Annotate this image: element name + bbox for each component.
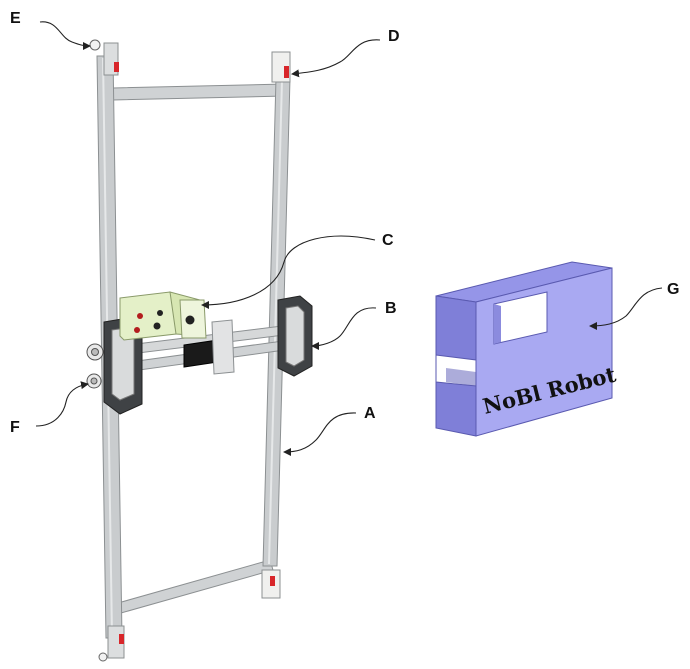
bottom-left-red-marker: [119, 634, 124, 644]
control-board-back: [119, 291, 177, 341]
top-left-knob: [89, 39, 101, 51]
top-left-red-marker: [114, 62, 119, 72]
bottom-left-knob: [98, 652, 108, 662]
sliding-bracket: [211, 319, 235, 375]
bottom-cross-bar: [117, 559, 274, 614]
robot-cover: NoBl Robot: [435, 261, 619, 437]
callout-line-F: [35, 381, 89, 427]
callout-line-B: [311, 307, 377, 350]
cover-notch-inner: [446, 368, 476, 386]
frame-assembly: [89, 39, 291, 662]
top-cross-bar: [112, 83, 286, 101]
label-B: B: [385, 300, 397, 317]
adjust-knob-lower-center: [90, 377, 98, 385]
bottom-right-red-marker: [270, 576, 275, 586]
board-sensor: [185, 315, 195, 325]
label-A: A: [364, 405, 376, 422]
callout-line-C: [201, 235, 376, 309]
label-E: E: [10, 10, 21, 27]
callout-line-E: [39, 21, 91, 50]
label-F: F: [10, 419, 20, 436]
cover-window-depth: [494, 304, 501, 344]
label-G: G: [667, 281, 679, 298]
board-button-1: [137, 313, 143, 319]
board-button-3: [153, 322, 161, 330]
carriage-assembly: [86, 291, 313, 415]
label-D: D: [388, 28, 400, 45]
top-right-red-marker: [284, 66, 289, 78]
right-rail-highlight: [268, 79, 283, 565]
callouts: E D C B A F G: [10, 10, 679, 456]
adjust-knob-upper-center: [91, 348, 99, 356]
board-button-2: [157, 310, 163, 316]
board-button-4: [134, 327, 140, 333]
callout-line-A: [283, 412, 357, 456]
callout-line-G: [589, 287, 663, 330]
label-C: C: [382, 232, 394, 249]
right-clamp-inner: [285, 305, 305, 367]
callout-line-D: [291, 39, 381, 78]
